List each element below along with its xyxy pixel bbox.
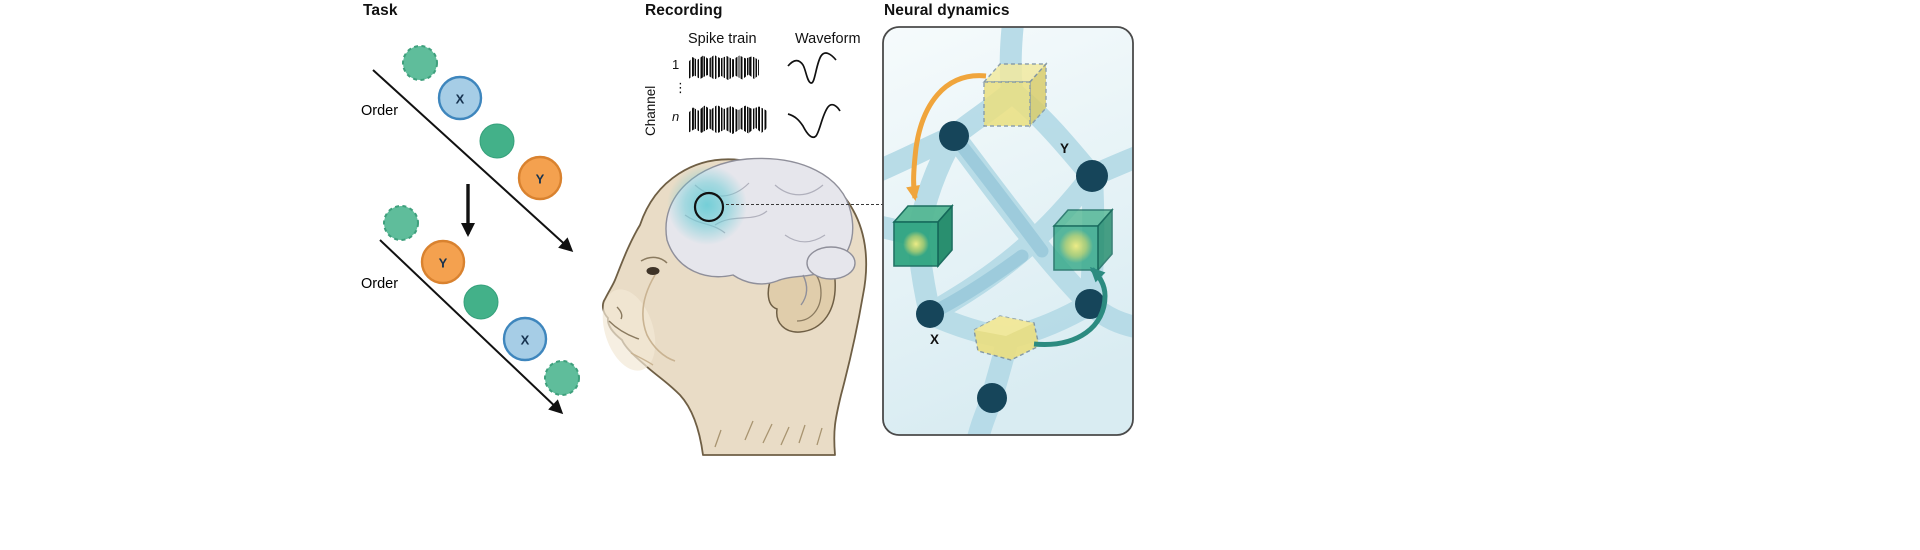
chin-crease bbox=[630, 352, 654, 366]
stimulus-circle-x-bottom: X bbox=[502, 316, 548, 362]
order-arrow-top bbox=[372, 69, 574, 253]
stimulus-y-label: Y bbox=[536, 172, 545, 187]
recording-site-marker bbox=[693, 191, 725, 223]
brain bbox=[665, 157, 856, 306]
channel-1-label: 1 bbox=[672, 57, 680, 72]
order-label-top: Order bbox=[361, 103, 398, 119]
state-cube-active-left bbox=[892, 203, 954, 269]
fur-strokes bbox=[714, 420, 823, 448]
recording-region-highlight bbox=[667, 165, 747, 245]
state-cube-y-latent bbox=[982, 62, 1048, 128]
neural-dynamics-diagram: Y X bbox=[882, 26, 1134, 436]
channel-ellipsis: ⋮ bbox=[674, 80, 687, 95]
order-arrow-bottom bbox=[379, 239, 564, 415]
stimulus-x-label: X bbox=[521, 333, 530, 348]
waveform-header: Waveform bbox=[795, 31, 861, 47]
dashed-green-circle bbox=[383, 205, 419, 241]
channel-n-label: n bbox=[672, 109, 680, 124]
neural-y-label: Y bbox=[1060, 141, 1069, 156]
cerebellum bbox=[806, 246, 856, 280]
neural-panel-border bbox=[882, 26, 1134, 436]
order-label-bottom: Order bbox=[361, 276, 398, 292]
spike-train-channel-1 bbox=[689, 55, 759, 80]
waveform-channel-n bbox=[787, 103, 841, 139]
brainstem bbox=[800, 274, 808, 306]
mouth-line bbox=[608, 320, 640, 340]
dashed-green-circle bbox=[402, 45, 438, 81]
spike-train-header: Spike train bbox=[688, 31, 757, 47]
muzzle-shading bbox=[602, 289, 656, 371]
stimulus-y-label: Y bbox=[439, 256, 448, 271]
stimulus-circle-y-bottom: Y bbox=[420, 239, 466, 285]
monkey-illustration bbox=[601, 157, 868, 456]
monkey-face-details bbox=[608, 256, 668, 366]
task-panel-title: Task bbox=[363, 2, 398, 19]
transition-arrow-orange bbox=[906, 73, 987, 201]
waveform-channel-1 bbox=[787, 52, 837, 84]
green-circle bbox=[479, 123, 515, 159]
green-circle bbox=[463, 284, 499, 320]
recording-site-connector-line bbox=[726, 204, 884, 205]
state-nodes bbox=[916, 121, 1108, 413]
neural-x-label: X bbox=[930, 332, 939, 347]
stimulus-circle-x-top: X bbox=[437, 75, 483, 121]
eye bbox=[646, 267, 660, 275]
state-cube-active-right bbox=[1052, 207, 1114, 273]
stimulus-x-label: X bbox=[456, 92, 465, 107]
recording-panel-title: Recording bbox=[645, 2, 723, 19]
stimulus-circle-y-top: Y bbox=[517, 155, 563, 201]
neural-panel-title: Neural dynamics bbox=[884, 2, 1010, 19]
dashed-green-circle bbox=[544, 360, 580, 396]
brow-line bbox=[640, 256, 668, 264]
task-diagram: Order Order X Y Y X bbox=[361, 45, 580, 415]
cheek-line bbox=[642, 274, 676, 362]
transition-arrow-teal bbox=[1033, 266, 1108, 347]
nostril bbox=[616, 306, 623, 320]
